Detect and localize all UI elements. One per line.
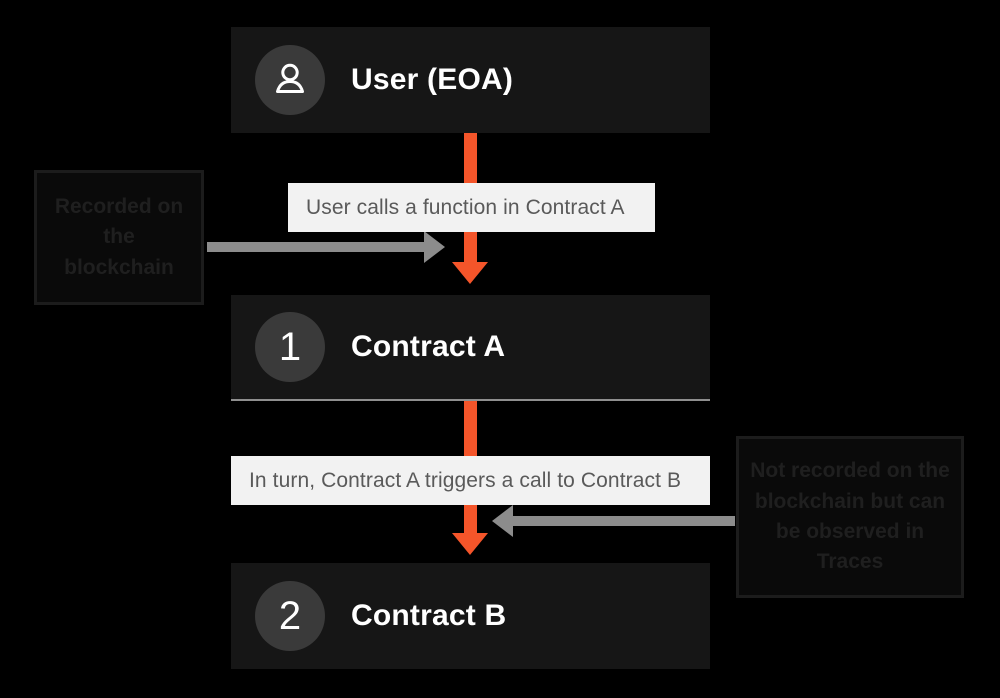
step-number-badge-1: 1 (255, 312, 325, 382)
step-number-2-text: 2 (278, 594, 302, 638)
annotation-note-recorded-on-blockchain: Recorded on the blockchain (34, 170, 204, 305)
node-contract-b-label: Contract B (351, 599, 507, 632)
node-contract-a[interactable]: 1 Contract A (231, 295, 710, 401)
node-contract-b[interactable]: 2 Contract B (231, 563, 710, 669)
annotation-pointer-left-head-icon (424, 231, 445, 263)
node-user-eoa-label: User (EOA) (351, 63, 514, 96)
step-number-badge-2: 2 (255, 581, 325, 651)
flow-arrow-user-to-contract-a-upper (464, 133, 477, 185)
person-avatar-badge (255, 45, 325, 115)
caption-user-calls-function: User calls a function in Contract A (288, 183, 655, 232)
annotation-pointer-left-shaft (207, 242, 425, 252)
flow-arrowhead-contract-a (452, 262, 488, 284)
person-icon (276, 63, 304, 93)
step-number-1-text: 1 (278, 325, 302, 369)
node-contract-a-label: Contract A (351, 330, 506, 363)
annotation-pointer-right-shaft (513, 516, 735, 526)
caption-contract-a-triggers-b: In turn, Contract A triggers a call to C… (231, 456, 710, 505)
node-user-eoa[interactable]: User (EOA) (231, 27, 710, 133)
flow-arrowhead-contract-b (452, 533, 488, 555)
flow-arrow-contract-a-to-b-upper (464, 401, 477, 456)
annotation-note-not-recorded-traces: Not recorded on the blockchain but can b… (736, 436, 964, 598)
annotation-pointer-right-head-icon (492, 505, 513, 537)
